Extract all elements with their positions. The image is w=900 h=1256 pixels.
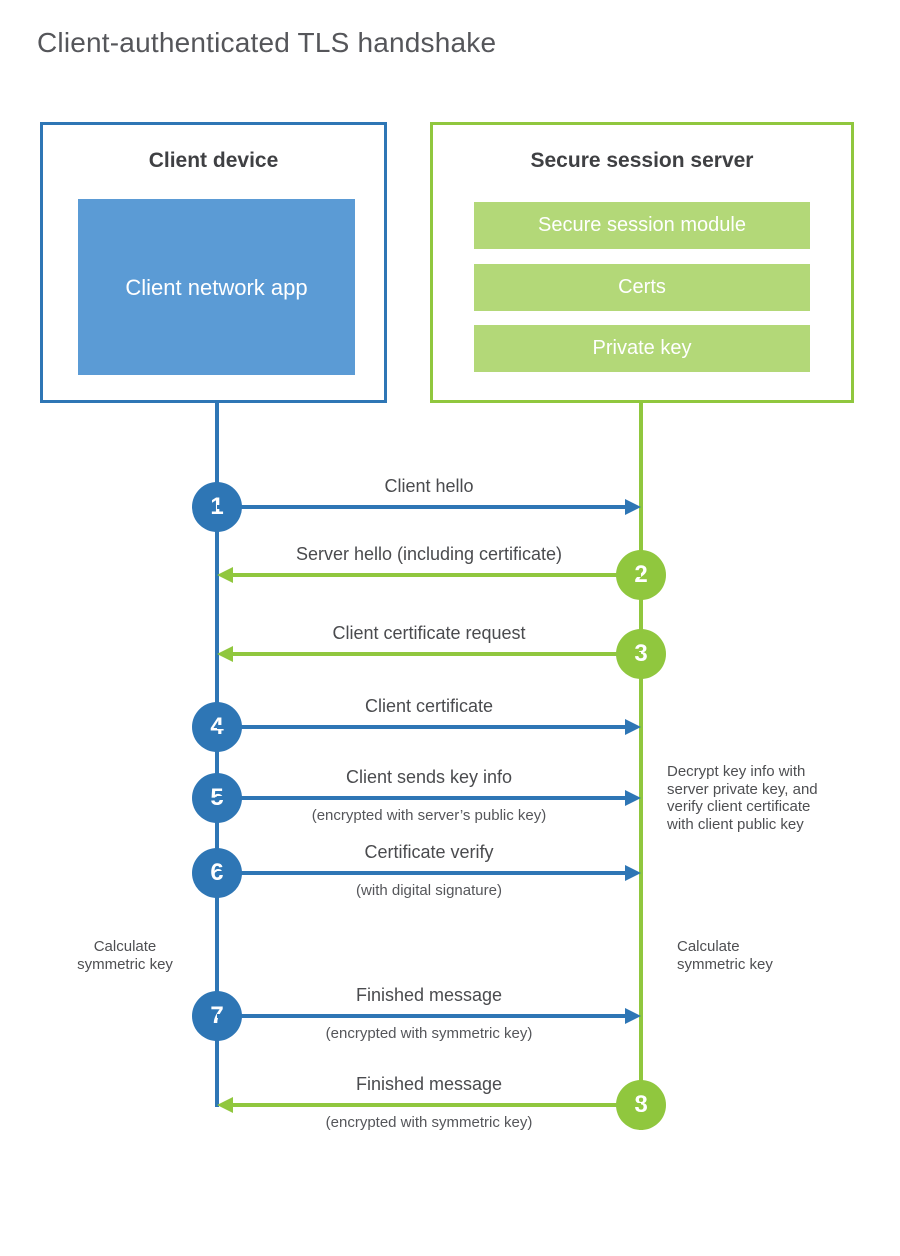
message-arrow [217,796,625,800]
message-sublabel: (encrypted with symmetric key) [325,1114,533,1131]
message-arrow [217,871,625,875]
arrowhead-right-icon [625,719,641,735]
arrowhead-right-icon [625,790,641,806]
message-label: Client certificate [364,696,494,716]
server-lifeline [639,403,643,1130]
arrowhead-left-icon [217,567,233,583]
message-sublabel: (encrypted with symmetric key) [325,1025,533,1042]
message-arrow [233,652,641,656]
message-arrow [233,1103,641,1107]
message-label: Client hello [384,476,474,496]
server-calculate-note: Calculate symmetric key [677,938,773,973]
arrowhead-right-icon [625,499,641,515]
message-arrow [217,1014,625,1018]
message-sublabel: (encrypted with server’s public key) [311,807,547,824]
arrowhead-left-icon [217,646,233,662]
message-label: Finished message [355,1074,503,1094]
client-device-box: Client device Client network app [40,122,387,403]
server-decrypt-note: Decrypt key info with server private key… [667,763,818,834]
arrowhead-right-icon [625,1008,641,1024]
message-label: Certificate verify [364,842,494,862]
arrowhead-right-icon [625,865,641,881]
message-arrow [217,505,625,509]
client-calculate-note: Calculate symmetric key [77,938,173,973]
message-arrow [217,725,625,729]
message-label: Server hello (including certificate) [295,544,563,564]
message-label: Finished message [355,985,503,1005]
server-certs-bar: Certs [474,264,810,311]
step-circle: 2 [616,550,666,600]
message-arrow [233,573,641,577]
server-private-key-bar: Private key [474,325,810,372]
secure-session-server-title: Secure session server [530,149,754,172]
client-network-app-box: Client network app [78,199,355,375]
arrowhead-left-icon [217,1097,233,1113]
message-label: Client sends key info [345,767,513,787]
message-label: Client certificate request [332,623,526,643]
secure-session-server-box: Secure session server Secure session mod… [430,122,854,403]
message-sublabel: (with digital signature) [356,882,502,899]
server-module-bar: Secure session module [474,202,810,249]
client-lifeline [215,403,219,1107]
page-title: Client-authenticated TLS handshake [37,27,497,58]
client-device-title: Client device [148,149,279,172]
client-network-app-label: Client network app [125,274,308,300]
